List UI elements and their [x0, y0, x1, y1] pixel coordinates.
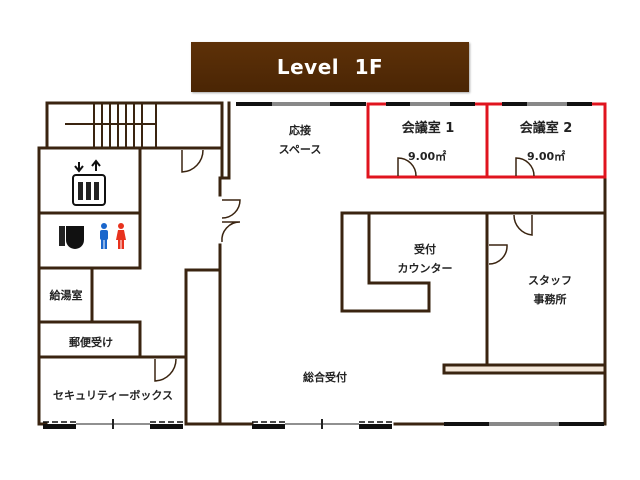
- meeting-room-2-area: 9.00㎡: [527, 150, 566, 163]
- reception-space-label: 応接 スペース: [270, 121, 330, 159]
- door-swings: [154, 149, 535, 382]
- meeting-room-2-outline: [485, 102, 607, 179]
- staff-office-line2: 事務所: [533, 293, 567, 306]
- entrance-door-main: [252, 419, 392, 429]
- mailboxes-label: 郵便受け: [69, 336, 113, 349]
- entrance-door-left: [43, 419, 183, 429]
- counter-bar: [442, 363, 607, 375]
- male-restroom-icon: [100, 223, 108, 249]
- reception-space-line2: スペース: [278, 143, 322, 156]
- toilet-icon: [59, 226, 84, 249]
- stairs-icon: [65, 104, 157, 148]
- stair-side-wall: [220, 101, 231, 180]
- meeting-room-1-outline: [366, 102, 489, 179]
- staff-office-line1: スタッフ: [528, 274, 572, 287]
- meeting-room-1-name: 会議室 1: [401, 121, 455, 136]
- staff-office-label: スタッフ 事務所: [510, 271, 590, 309]
- kitchenette-label: 給湯室: [49, 289, 83, 302]
- reception-counter-line1: 受付: [414, 243, 436, 256]
- reception-space-line1: 応接: [289, 124, 311, 137]
- security-box-label: セキュリティーボックス: [52, 389, 173, 402]
- female-restroom-icon: [116, 223, 126, 249]
- reception-counter-line2: カウンター: [397, 262, 453, 275]
- general-reception-label: 総合受付: [303, 371, 347, 384]
- meeting-room-2-name: 会議室 2: [519, 121, 573, 136]
- elevator-icon: [72, 159, 106, 206]
- floor-title: Level 1F: [191, 42, 469, 92]
- meeting-room-1-area: 9.00㎡: [408, 150, 447, 163]
- reception-counter-label: 受付 カウンター: [385, 240, 465, 278]
- stair-wall: [45, 101, 224, 149]
